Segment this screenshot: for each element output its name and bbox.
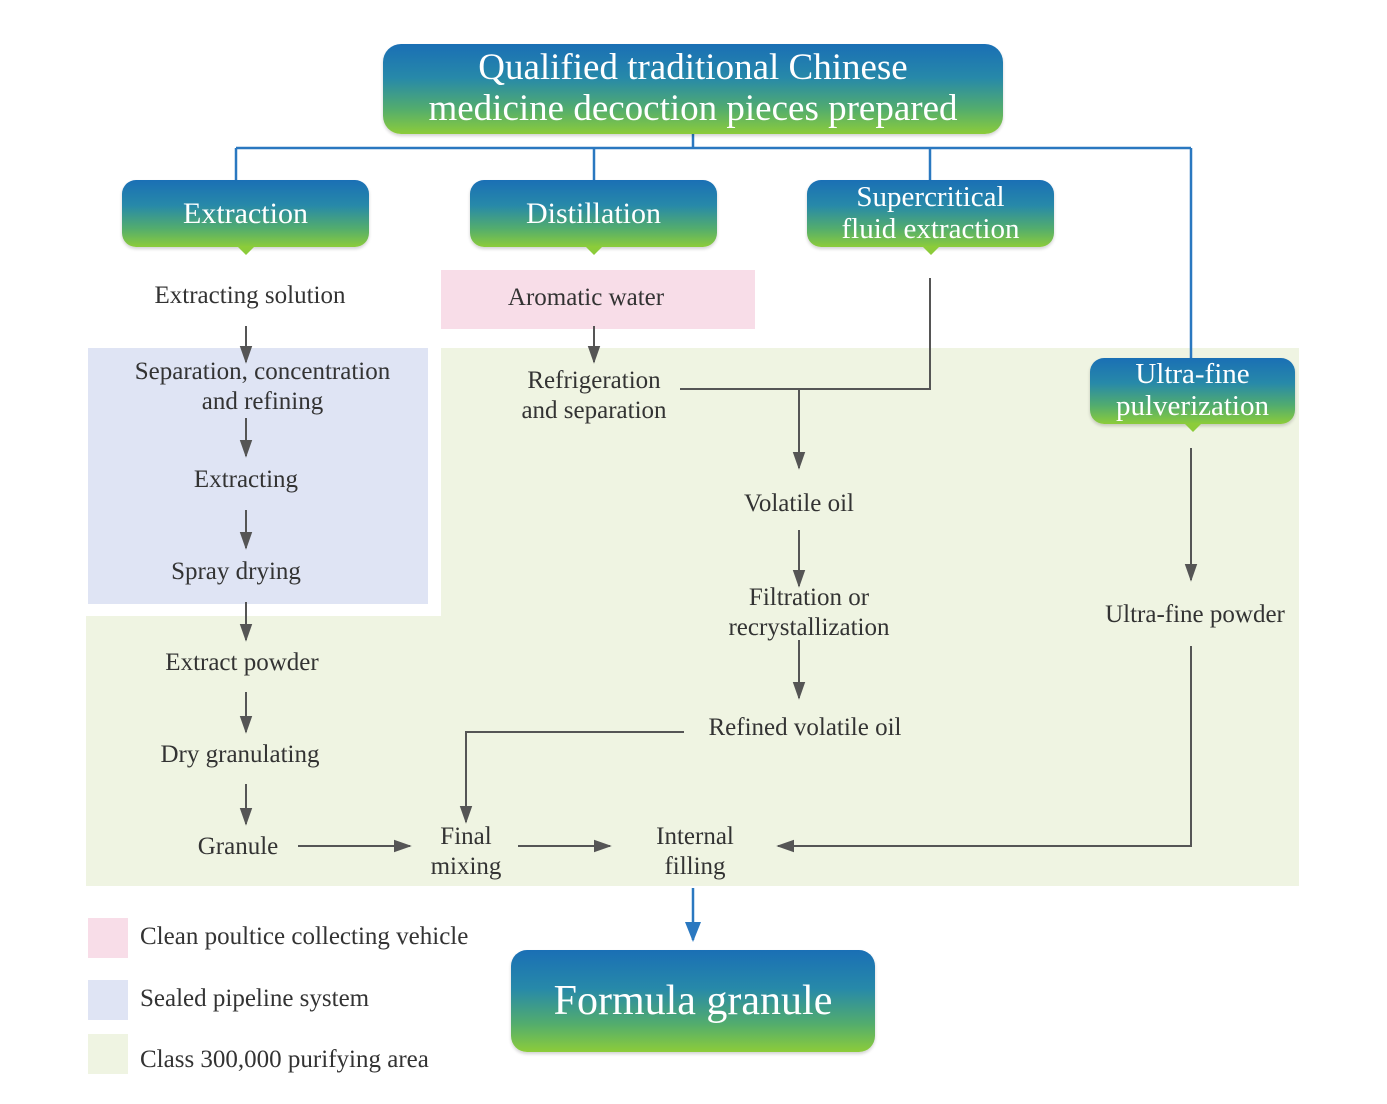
refrigeration-line-1: Refrigeration (527, 367, 661, 394)
filtration-line-2: recrystallization (728, 614, 890, 641)
spray-drying-label: Spray drying (171, 558, 301, 585)
extraction-box: Extraction (122, 180, 369, 255)
title-box: Qualified traditional Chinese medicine d… (383, 44, 1003, 134)
volatile-oil-label: Volatile oil (744, 490, 854, 517)
extraction-label: Extraction (183, 197, 308, 230)
legend-swatch-green (88, 1034, 128, 1074)
separation-label: Separation, concentration and refining (100, 357, 425, 417)
internal-filling-label: Internal filling (630, 822, 760, 882)
distillation-label: Distillation (526, 197, 661, 230)
refrigeration-label: Refrigeration and separation (504, 366, 684, 426)
legend-label-clean-vehicle: Clean poultice collecting vehicle (140, 923, 469, 950)
filtration-label: Filtration or recrystallization (704, 583, 914, 643)
supercritical-line-1: Supercritical (856, 180, 1005, 213)
sealed-pipeline-zone-inner (88, 348, 428, 604)
supercritical-line-2: fluid extraction (841, 212, 1020, 245)
ultrafine-box: Ultra-fine pulverization (1090, 358, 1295, 432)
supercritical-box: Supercritical fluid extraction (807, 180, 1054, 255)
final-mixing-line-1: Final (440, 823, 492, 850)
ultrafine-line-1: Ultra-fine (1135, 358, 1250, 391)
legend-label-sealed-pipeline: Sealed pipeline system (140, 985, 370, 1012)
legend-swatch-blue (88, 980, 128, 1020)
notch-icon (921, 246, 940, 255)
refrigeration-line-2: and separation (521, 397, 667, 424)
notch-icon (236, 246, 255, 255)
internal-filling-line-2: filling (664, 853, 726, 880)
dry-granulating-label: Dry granulating (160, 741, 320, 768)
ultrafine-line-2: pulverization (1115, 390, 1269, 422)
internal-filling-line-1: Internal (656, 823, 734, 850)
legend-label-purifying-area: Class 300,000 purifying area (140, 1046, 429, 1073)
formula-granule-label: Formula granule (553, 977, 833, 1024)
aromatic-water-label: Aromatic water (507, 284, 665, 311)
extracting-label: Extracting (193, 466, 299, 493)
legend-swatch-pink (88, 918, 128, 958)
notch-icon (584, 246, 603, 255)
granule-label: Granule (197, 833, 279, 860)
title-line-2: medicine decoction pieces prepared (428, 88, 958, 129)
extracting-solution-label: Extracting solution (154, 282, 346, 309)
final-mixing-line-2: mixing (430, 853, 502, 880)
filtration-line-1: Filtration or (748, 584, 870, 611)
formula-granule-box: Formula granule (511, 950, 875, 1052)
separation-line-1: Separation, concentration (134, 358, 391, 385)
separation-line-2: and refining (201, 388, 324, 415)
distillation-box: Distillation (470, 180, 717, 255)
ultrafine-powder-label: Ultra-fine powder (1105, 601, 1285, 628)
clean-vehicle-zone (441, 270, 755, 329)
refined-volatile-oil-label: Refined volatile oil (708, 714, 902, 741)
notch-icon (1183, 423, 1202, 432)
title-line-1: Qualified traditional Chinese (478, 47, 908, 89)
final-mixing-label: Final mixing (414, 822, 518, 882)
extract-powder-label: Extract powder (165, 649, 319, 676)
